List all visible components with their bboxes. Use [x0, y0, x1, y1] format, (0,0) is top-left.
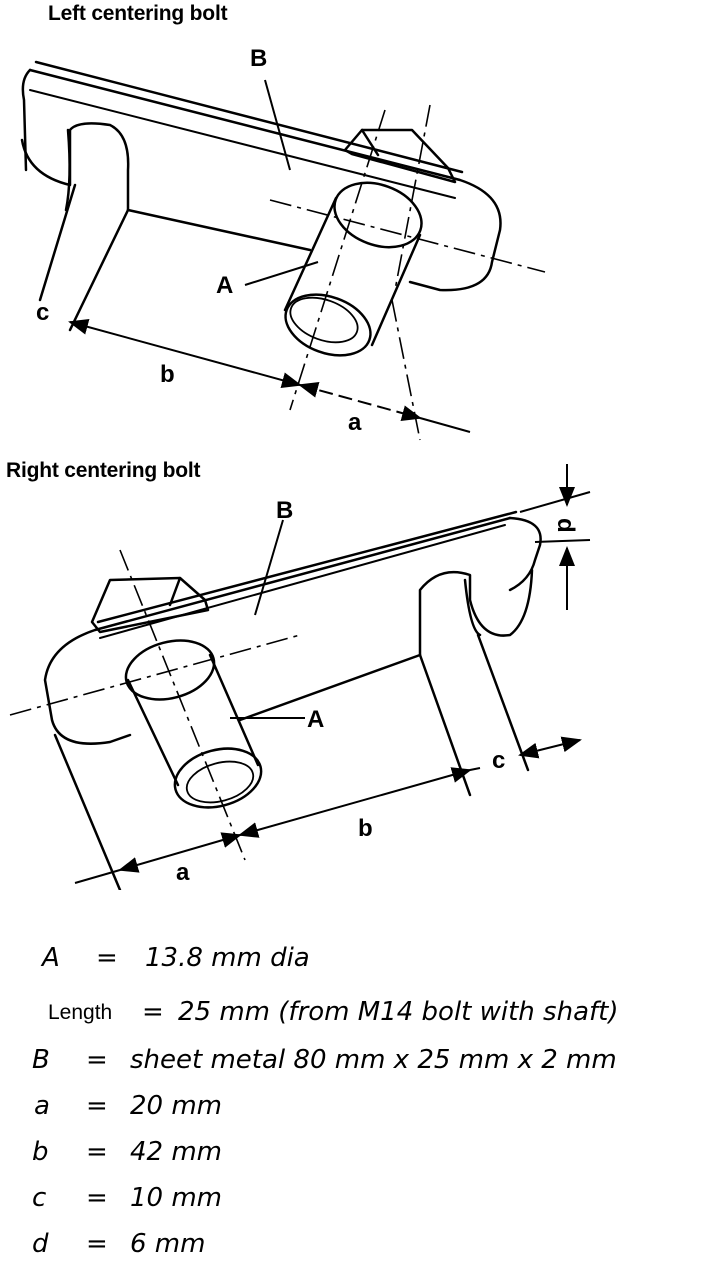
right-label-A: A: [307, 706, 324, 733]
spec-symbol: Length: [48, 1001, 113, 1024]
right-label-B: B: [276, 497, 293, 524]
left-bolt-body: [283, 196, 422, 347]
spec-symbol: d: [32, 1229, 49, 1259]
spec-value: 10 mm: [130, 1183, 223, 1213]
right-label-c: c: [492, 747, 505, 774]
left-label-c: c: [36, 299, 49, 326]
left-bolt-title: Left centering bolt: [48, 2, 228, 25]
spec-value: 25 mm (from M14 bolt with shaft): [178, 997, 619, 1027]
spec-symbol: b: [32, 1137, 49, 1167]
right-label-a: a: [176, 859, 190, 886]
spec-value: 20 mm: [130, 1091, 223, 1121]
spec-value: 13.8 mm dia: [145, 943, 310, 973]
spec-symbol: B: [32, 1045, 50, 1075]
spec-symbol: A: [42, 943, 60, 973]
spec-equals: =: [96, 943, 118, 973]
left-bracket-leg: [20, 122, 130, 212]
right-bolt-end: [173, 747, 263, 809]
spec-equals: =: [86, 1137, 108, 1167]
right-bolt-top: [124, 639, 216, 701]
left-label-a: a: [348, 409, 362, 436]
left-label-A: A: [216, 272, 233, 299]
right-bracket-leg: [418, 568, 534, 657]
spec-equals: =: [86, 1045, 108, 1075]
spec-symbol: a: [34, 1091, 50, 1121]
right-bolt-diagram: B A c b a d: [9, 464, 591, 890]
right-bolt-title: Right centering bolt: [6, 459, 201, 482]
spec-equals: =: [142, 997, 164, 1027]
left-label-B: B: [250, 45, 267, 72]
spec-equals: =: [86, 1091, 108, 1121]
right-label-b: b: [358, 815, 373, 842]
spec-equals: =: [86, 1183, 108, 1213]
left-bolt-diagram: B A c b a: [20, 45, 546, 441]
spec-value: 6 mm: [130, 1229, 206, 1259]
right-bolt-body: [126, 653, 260, 787]
spec-equals: =: [86, 1229, 108, 1259]
right-plate-outline: [43, 516, 512, 745]
right-label-d: d: [552, 518, 579, 533]
right-nut: [90, 576, 210, 634]
spec-symbol: c: [32, 1183, 47, 1213]
left-plate-outline: [28, 68, 502, 292]
left-bolt-end: [284, 293, 372, 357]
left-label-b: b: [160, 361, 175, 388]
spec-value: sheet metal 80 mm x 25 mm x 2 mm: [130, 1045, 617, 1075]
spec-value: 42 mm: [130, 1137, 223, 1167]
